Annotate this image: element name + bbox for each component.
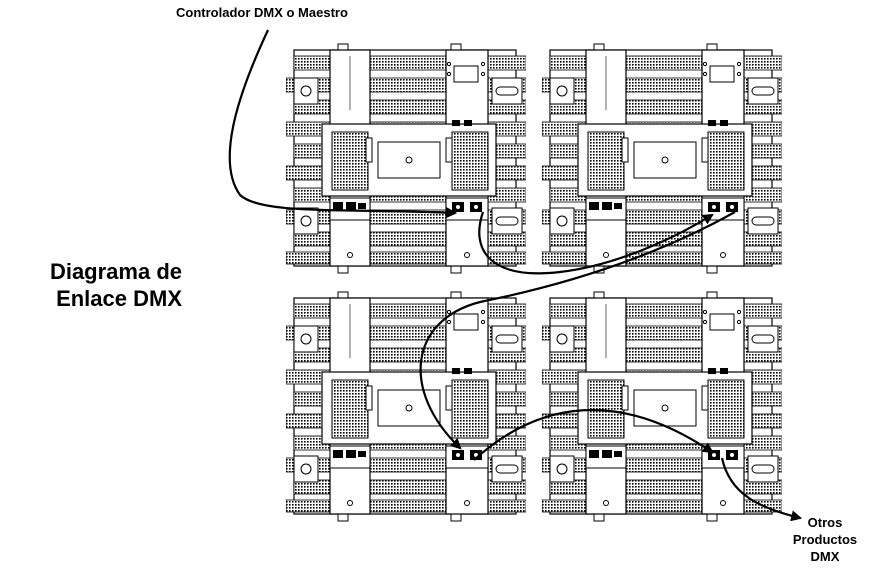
fixture-bottom-right: [542, 292, 782, 521]
other-products-line1: Otros: [807, 515, 843, 530]
diagram-title: Diagrama de Enlace DMX: [0, 258, 182, 312]
cable-br-out: [720, 457, 803, 522]
other-products-label: Otros Productos DMX: [780, 514, 870, 565]
diagram-title-line2: Enlace DMX: [56, 286, 182, 311]
diagram-title-line1: Diagrama de: [49, 259, 182, 284]
cable-bl-to-br: [473, 408, 714, 461]
other-products-line3: DMX: [810, 549, 840, 564]
fixture-top-right: [542, 44, 782, 273]
cable-controller-in: [228, 29, 458, 219]
cable-tr-to-bl: [419, 211, 736, 450]
other-products-line2: Productos: [792, 532, 858, 547]
controller-label: Controlador DMX o Maestro: [176, 5, 348, 20]
fixture-bottom-left: [286, 292, 526, 521]
fixture-top-left: [286, 44, 526, 273]
cable-tl-to-tr: [478, 211, 714, 275]
